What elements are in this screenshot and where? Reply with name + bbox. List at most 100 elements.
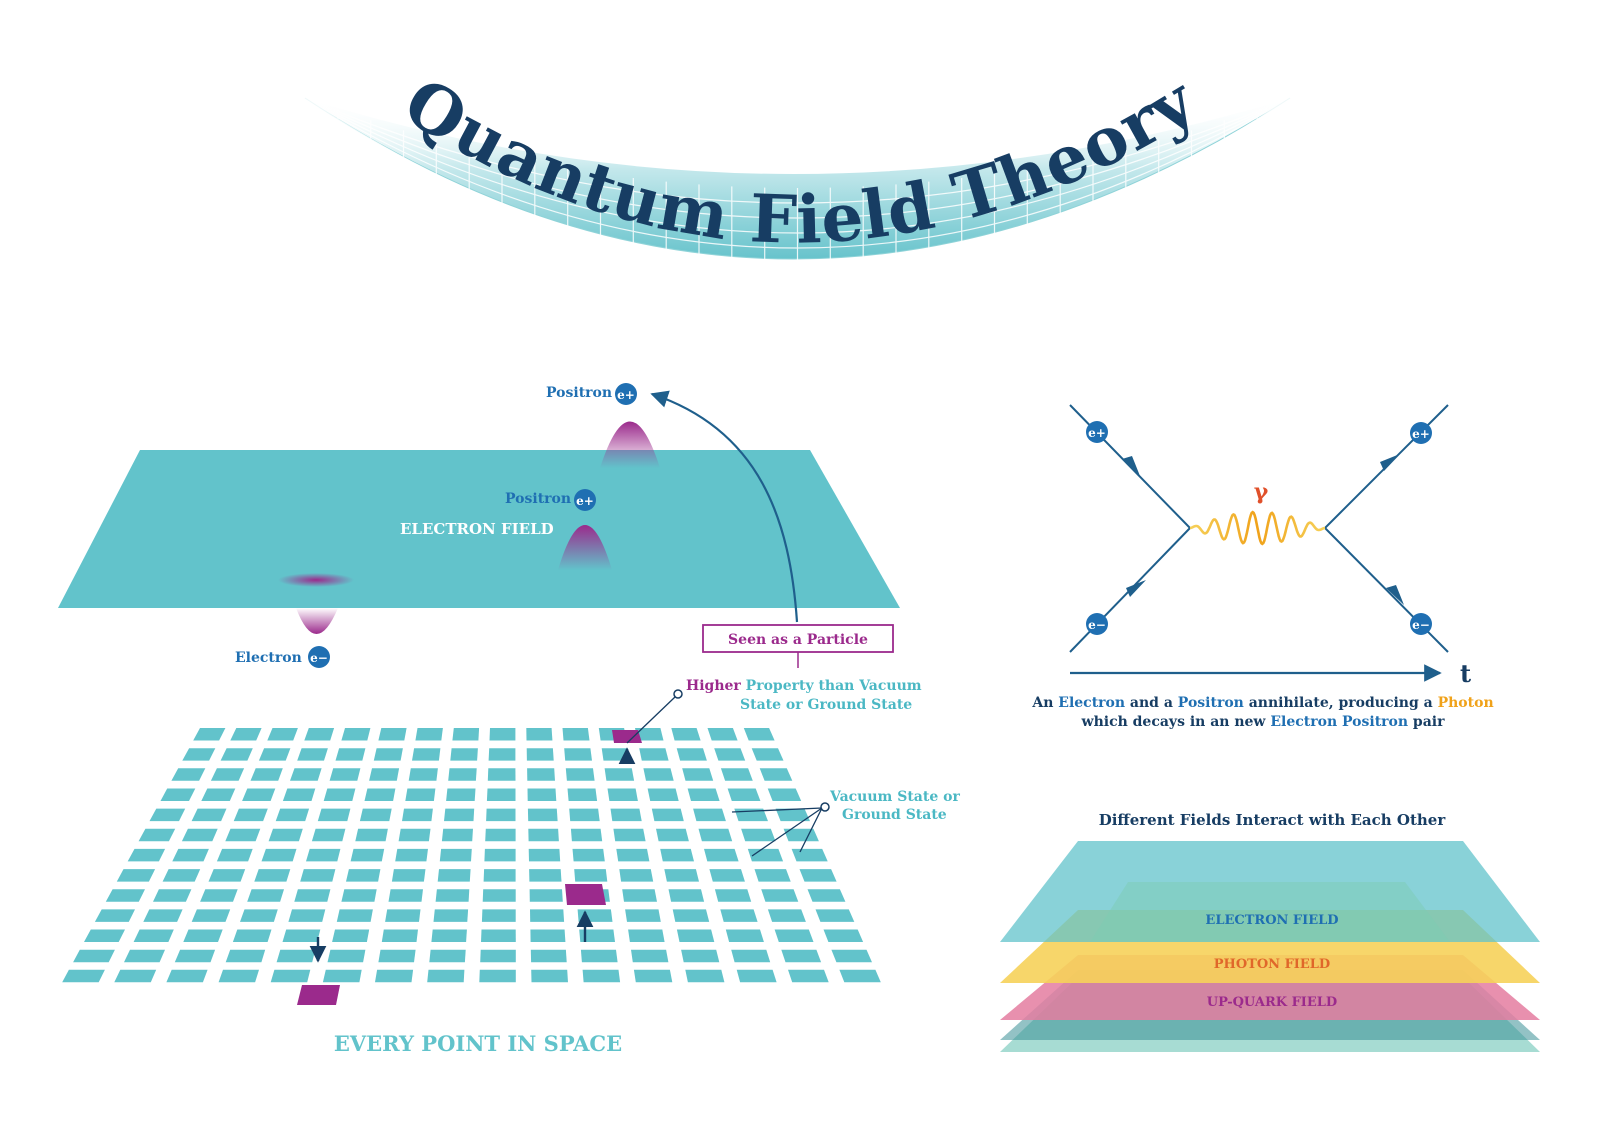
grid-cell <box>435 889 470 902</box>
grid-cell <box>736 969 777 983</box>
grid-cell <box>528 828 559 842</box>
grid-cell <box>725 929 764 942</box>
grid-cell <box>761 889 799 902</box>
grid-cell <box>484 848 516 862</box>
vacuum-label-line2: Ground State <box>842 807 947 823</box>
grid-cell <box>687 788 720 801</box>
grid-cell <box>815 909 855 922</box>
grid-cell <box>631 949 669 963</box>
grid-cell <box>731 949 771 963</box>
grid-cell <box>681 949 720 963</box>
grid-cell <box>210 768 245 781</box>
excited-cell-mid <box>565 884 606 905</box>
grid-cell <box>479 969 516 983</box>
layer-upquark-label: UP-QUARK FIELD <box>1207 995 1337 1010</box>
grid-cell <box>341 889 377 902</box>
grid-cell <box>577 909 613 922</box>
grid-cell <box>441 828 473 842</box>
grid-cell <box>574 869 608 882</box>
grid-cell <box>664 869 699 882</box>
grid-cell <box>486 788 516 801</box>
grid-cell <box>656 828 689 842</box>
grid-cell <box>427 969 465 983</box>
grid-cell <box>448 768 477 781</box>
fields-stack: Different Fields Interact with Each Othe… <box>1000 811 1540 1052</box>
grid-cell <box>530 929 566 942</box>
grid-cell <box>94 909 135 922</box>
grid-cell <box>685 969 725 983</box>
grid-cell <box>322 969 362 983</box>
positron-top-badge: e+ <box>615 383 637 405</box>
grid-cell <box>282 788 316 801</box>
caption-run: pair <box>1408 714 1445 730</box>
grid-cell <box>332 929 370 942</box>
grid-cell <box>181 828 218 842</box>
grid-cell <box>391 869 426 882</box>
feynman-caption-line2: which decays in an new Electron Positron… <box>1081 714 1446 730</box>
badge-out-positron: e+ <box>1410 422 1432 444</box>
grid-cell <box>73 949 115 963</box>
banner-grid-arc <box>304 97 1291 204</box>
grid-cell <box>781 949 822 963</box>
grid-cell <box>754 869 791 882</box>
grid-cell <box>300 869 336 882</box>
grid-cell <box>709 869 745 882</box>
grid-cell <box>529 889 563 902</box>
electron-field-plane <box>58 450 900 608</box>
grid-cell <box>369 768 400 781</box>
banner-grid-arc <box>304 97 1291 219</box>
grid-cell <box>218 969 259 983</box>
grid-cell <box>116 869 156 882</box>
caption-run: annihilate, producing a <box>1244 695 1438 711</box>
grid-cell <box>193 728 226 741</box>
grid-cell <box>385 909 421 922</box>
grid-cell <box>625 909 661 922</box>
grid-cell <box>482 889 516 902</box>
grid-cell <box>288 909 326 922</box>
grid-cell <box>233 808 268 822</box>
banner-grid-arc <box>304 97 1291 279</box>
grid-cell <box>483 869 516 882</box>
grid-cell <box>488 748 516 761</box>
grid-cell <box>429 949 466 963</box>
grid-cell <box>529 869 562 882</box>
grid-cell <box>191 909 231 922</box>
grid-cell <box>254 869 291 882</box>
svg-text:e−: e− <box>310 651 328 665</box>
grid-cell <box>160 788 196 801</box>
electron-spot <box>278 573 354 587</box>
grid-cell <box>527 788 557 801</box>
grid-cell <box>230 728 262 741</box>
grid-cell <box>446 788 476 801</box>
grid-cell <box>676 748 707 761</box>
grid-cell <box>261 848 297 862</box>
grid-cell <box>526 748 554 761</box>
grid-cell <box>364 788 396 801</box>
layer-electron-inner <box>1090 882 1450 942</box>
grid-cell <box>651 808 684 822</box>
grid-cell <box>258 748 291 761</box>
grid-cell <box>201 788 236 801</box>
grid-cell <box>751 748 784 761</box>
grid-cell <box>282 929 321 942</box>
grid-cell <box>62 969 105 983</box>
caption-run: Electron <box>1058 695 1125 711</box>
grid-cell <box>450 748 478 761</box>
banner-grid-arc <box>304 97 1291 249</box>
grid-cell <box>304 728 335 741</box>
grid-cell <box>671 728 701 741</box>
grid-cell <box>191 808 227 822</box>
grid-cell <box>743 728 775 741</box>
grid-cell <box>676 929 715 942</box>
grid-cell <box>276 949 316 963</box>
grid-cell <box>613 828 646 842</box>
svg-text:e+: e+ <box>576 494 594 508</box>
grid-cell <box>569 808 600 822</box>
electron-field-label: ELECTRON FIELD <box>400 520 554 538</box>
grid-cell <box>604 768 635 781</box>
grid-cell <box>481 929 516 942</box>
grid-cell <box>526 728 553 741</box>
grid-cell <box>405 788 436 801</box>
grid-cell <box>481 909 516 922</box>
grid-cell <box>225 828 261 842</box>
